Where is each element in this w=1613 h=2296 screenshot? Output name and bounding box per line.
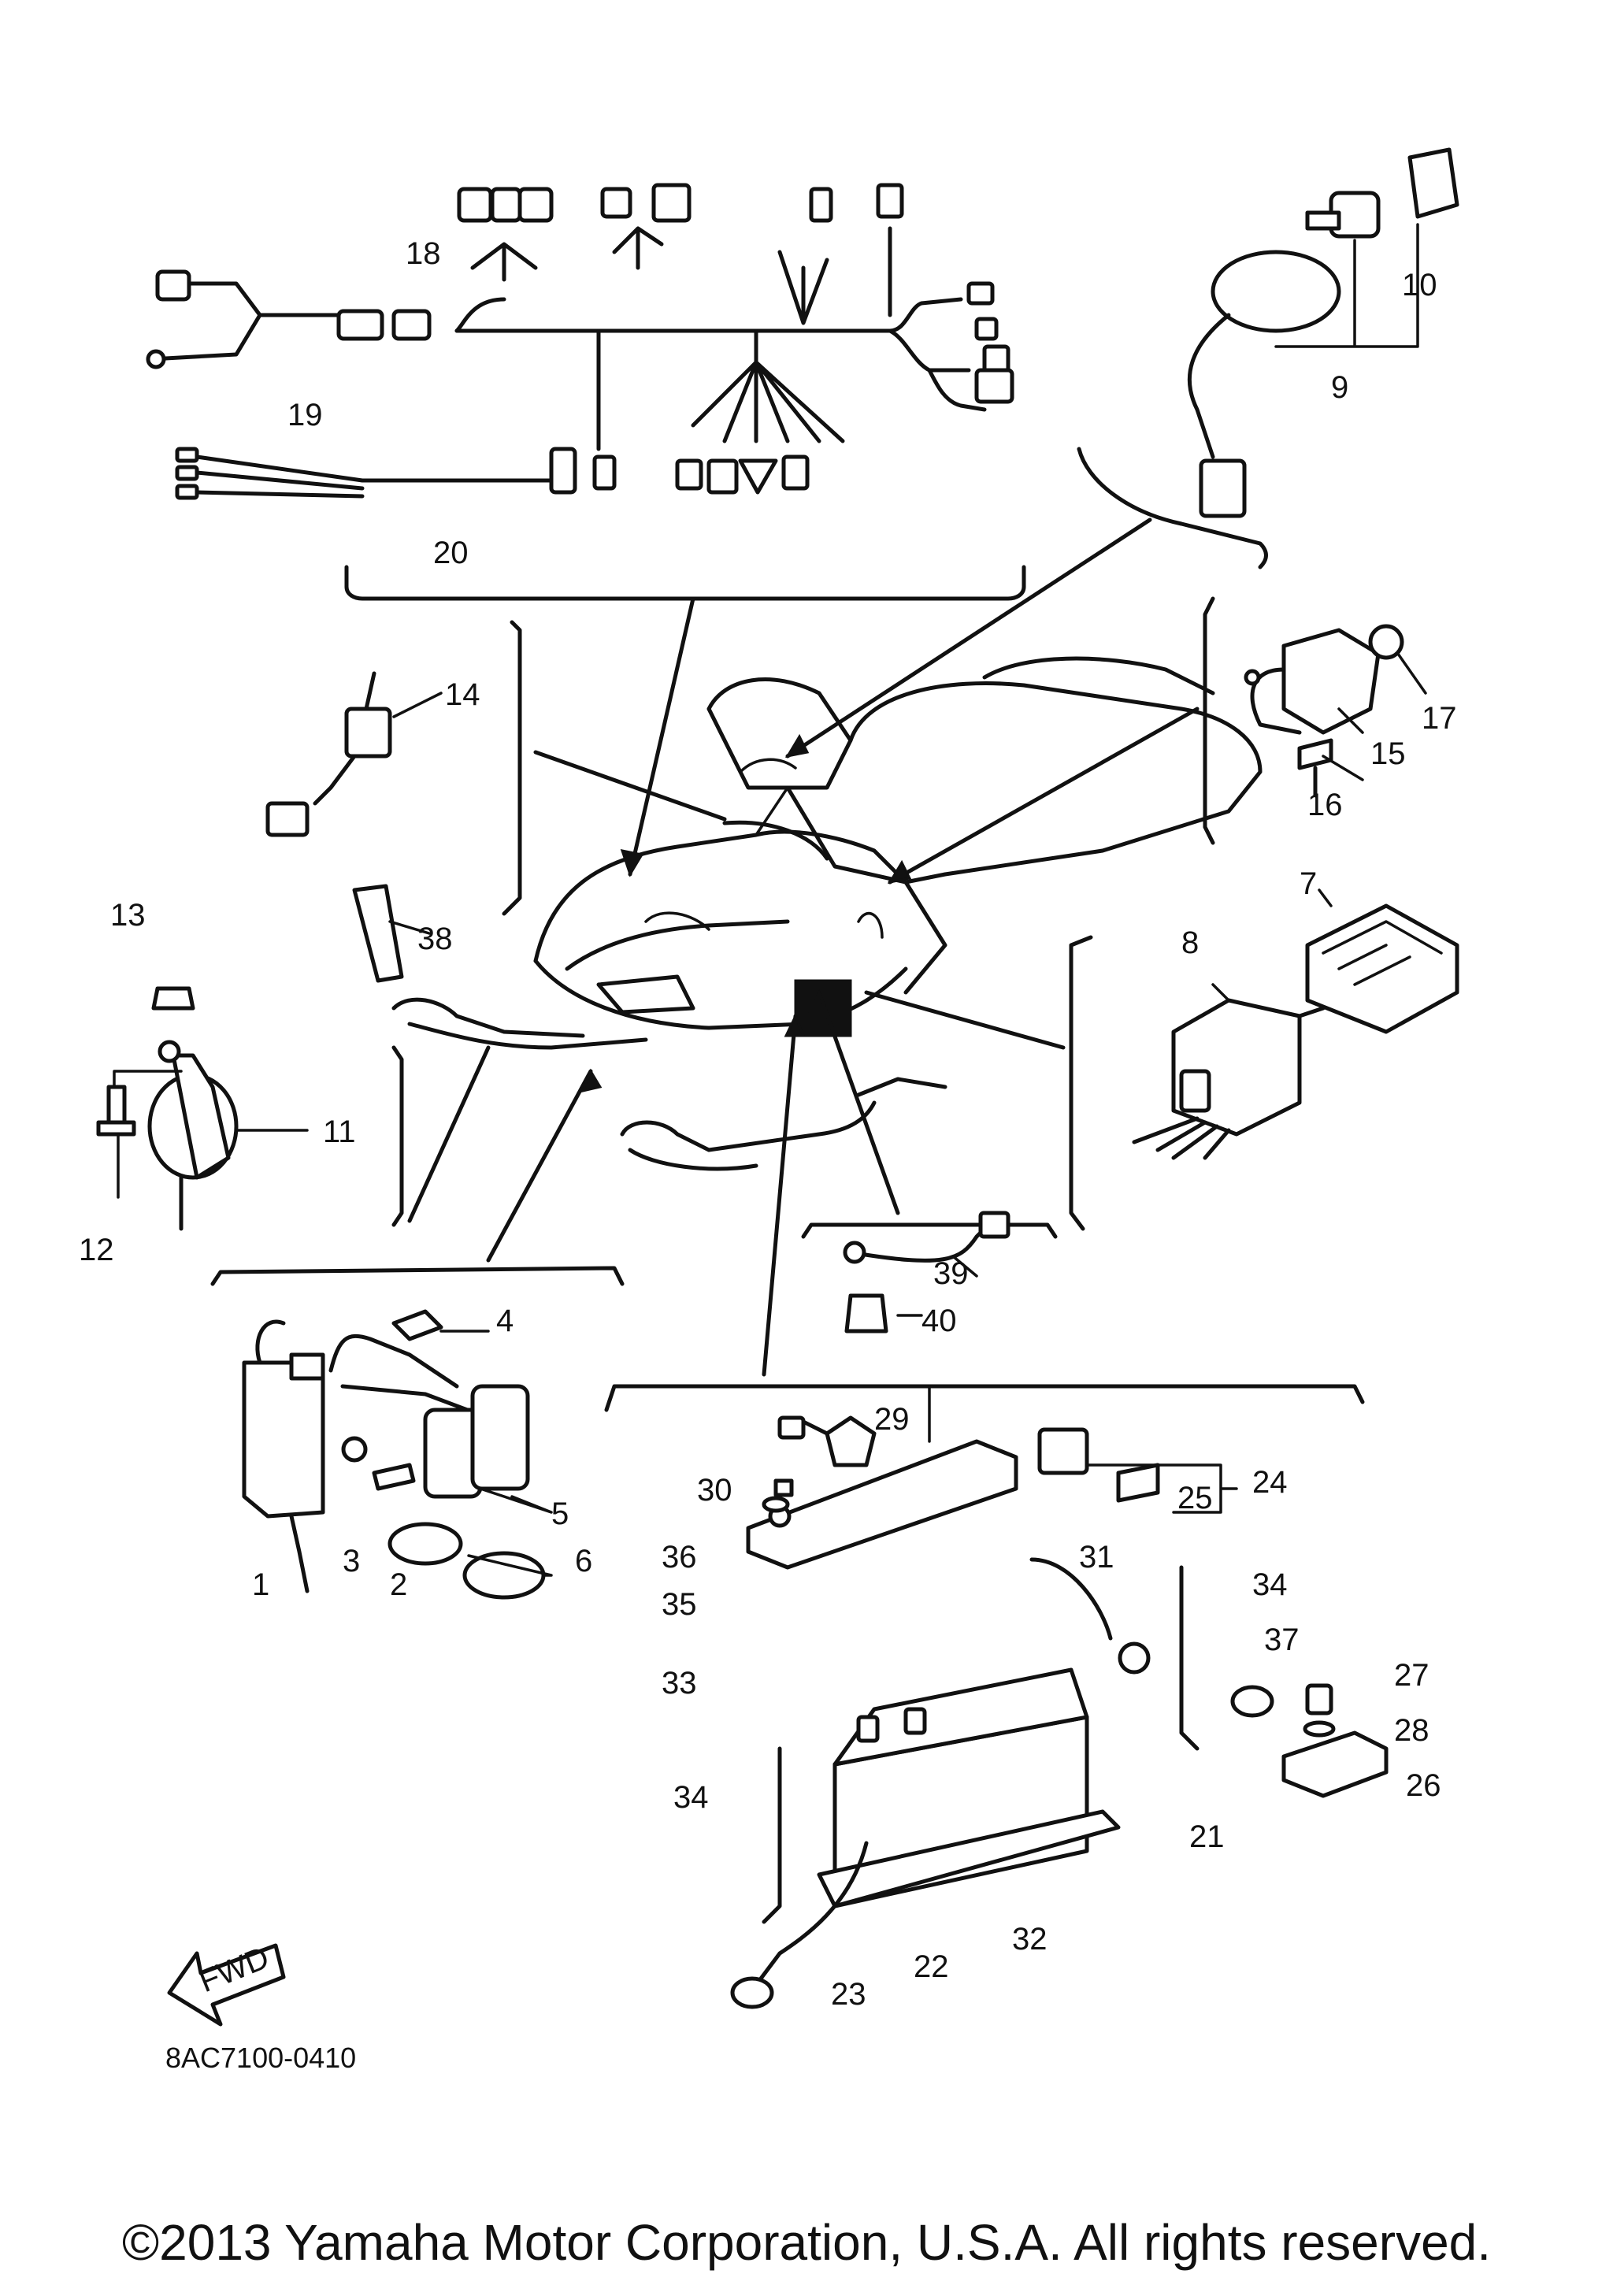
snowmobile-illustration — [391, 656, 1263, 1171]
fwd-arrow: FWD — [167, 1940, 286, 2027]
callout-29: 29 — [874, 1402, 910, 1437]
callout-4: 4 — [496, 1304, 514, 1338]
callout-28: 28 — [1394, 1713, 1429, 1748]
callout-labels: 1 2 3 4 5 6 7 8 9 10 11 12 13 14 15 16 1… — [79, 236, 1457, 2012]
callout-37: 37 — [1264, 1623, 1300, 1657]
cdi-unit-assembly — [1244, 624, 1427, 798]
callout-11: 11 — [323, 1115, 356, 1149]
callout-9: 9 — [1331, 370, 1348, 405]
callout-35: 35 — [662, 1587, 697, 1622]
lead-switch-assembly — [843, 1211, 1010, 1333]
switch-14-assembly — [265, 671, 443, 837]
callout-17: 17 — [1422, 701, 1457, 736]
callout-23: 23 — [831, 1977, 866, 2012]
callout-3: 3 — [343, 1544, 360, 1578]
callout-10: 10 — [1402, 268, 1437, 302]
main-switch-assembly — [1187, 147, 1459, 518]
callout-21: 21 — [1189, 1819, 1225, 1854]
callout-15: 15 — [1370, 736, 1406, 771]
battery-box-location — [794, 979, 852, 1037]
callout-12: 12 — [79, 1233, 114, 1267]
horn-assembly — [96, 884, 431, 1231]
callout-2: 2 — [390, 1567, 407, 1602]
group-brackets — [210, 447, 1365, 1412]
callout-32: 32 — [1012, 1922, 1048, 1957]
callout-1: 1 — [252, 1567, 269, 1602]
callout-16: 16 — [1307, 788, 1343, 822]
callout-7: 7 — [1300, 866, 1317, 901]
ignition-coil-assembly — [242, 1309, 553, 1600]
callout-38: 38 — [417, 922, 453, 956]
battery-assembly — [730, 1385, 1389, 2009]
wire-harness-assembly — [146, 183, 1014, 500]
callout-26: 26 — [1406, 1768, 1441, 1803]
callout-22: 22 — [914, 1949, 949, 1984]
callout-24: 24 — [1252, 1465, 1288, 1500]
copyright-notice: ©2013 Yamaha Motor Corporation, U.S.A. A… — [121, 2214, 1492, 2271]
callout-27: 27 — [1394, 1658, 1429, 1693]
callout-19: 19 — [287, 398, 323, 432]
drawing-code: 8AC7100-0410 — [165, 2042, 356, 2074]
callout-34-right: 34 — [1252, 1567, 1288, 1602]
callout-25: 25 — [1177, 1481, 1213, 1515]
callout-6: 6 — [575, 1544, 592, 1578]
callout-20: 20 — [433, 536, 469, 570]
callout-33: 33 — [662, 1666, 697, 1701]
callout-30: 30 — [697, 1473, 732, 1508]
callout-13: 13 — [110, 898, 146, 933]
callout-14: 14 — [445, 677, 480, 712]
callout-36: 36 — [662, 1540, 697, 1575]
callout-8: 8 — [1181, 925, 1199, 960]
callout-40: 40 — [921, 1304, 957, 1338]
callout-39: 39 — [933, 1256, 969, 1291]
callout-18: 18 — [406, 236, 441, 271]
callout-5: 5 — [551, 1497, 569, 1531]
callout-34-left: 34 — [673, 1780, 709, 1815]
rectifier-regulator-assembly — [1132, 888, 1459, 1160]
leader-lines — [407, 517, 1200, 1377]
callout-31: 31 — [1079, 1540, 1114, 1575]
